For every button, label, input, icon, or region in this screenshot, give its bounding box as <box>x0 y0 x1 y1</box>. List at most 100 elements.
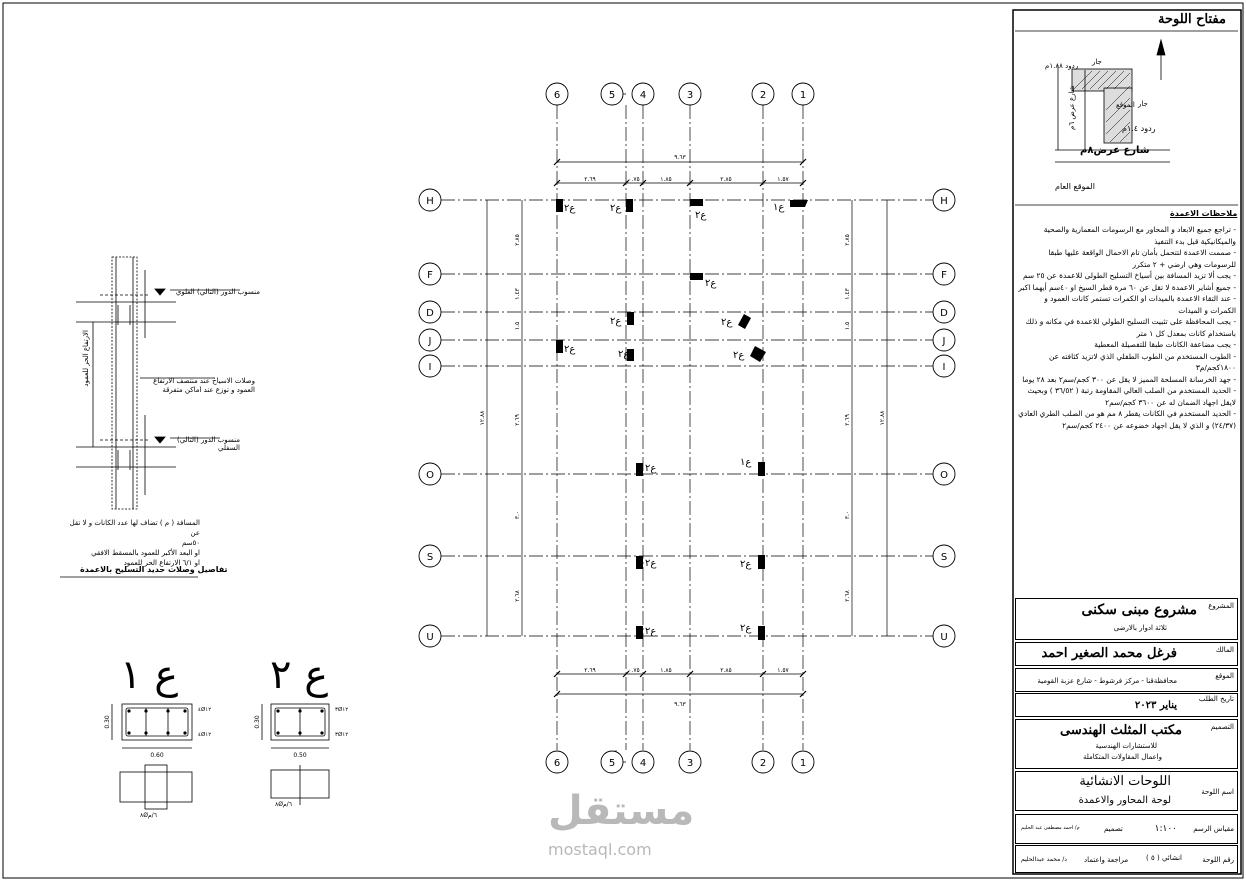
tb-date-label: تاريخ الطلب <box>1198 695 1234 703</box>
dim-side-r3: ١.٥ <box>844 322 851 330</box>
tb-sheet-name-value: لوحة المحاور والاعمدة <box>1078 795 1171 806</box>
dim-side-3: ١.٥ <box>514 322 521 330</box>
axis-label-4-top: 4 <box>640 90 646 101</box>
axis-label-O-right: O <box>940 470 948 481</box>
col-tag: ع٢ <box>733 350 744 361</box>
axis-bubbles <box>418 82 956 774</box>
col-tag: ع٢ <box>610 316 621 327</box>
axis-label-1-top: 1 <box>800 90 806 101</box>
note-item: - صممت الاعمدة لتتحمل بأمان تام الاحمال … <box>1048 248 1236 269</box>
tb-design-label: تصميم <box>1104 825 1123 833</box>
tb-sheet-no-row: رقم اللوحة انشائي ( ٥ ) مراجعة واعتماد د… <box>1015 845 1238 873</box>
detail-title: تفاصيل وصلات حديد التسليح بالاعمدة <box>80 565 227 574</box>
key-plan-general: الموقع العام <box>1055 182 1095 191</box>
section-c1-bars-top: ٤Ø١٢ <box>198 706 211 713</box>
detail-top-slab: منسوب الدور (التالي) العلوي <box>175 288 260 296</box>
dim-seg-b5: ١.٥٧ <box>777 667 789 674</box>
dim-side-total: ١٢.٨٨ <box>479 410 486 426</box>
tb-owner-label: المالك <box>1215 646 1234 654</box>
note-item: - الحديد المستخدم من الصلب العالي المقاو… <box>1027 386 1236 407</box>
section-c1-bars-bottom: ٤Ø١٢ <box>198 731 211 738</box>
dim-side-r5: ٣.٠ <box>844 511 851 519</box>
notes-title: ملاحظات الاعمدة <box>1170 209 1238 218</box>
section-c1-title: ع ١ <box>120 652 178 698</box>
col-tag: ع٢ <box>645 558 656 569</box>
tb-office-sub1: للاستشارات الهندسية <box>1095 742 1157 750</box>
tb-project: المشروع مشروع مبنى سكنى ثلاثة ادوار بالا… <box>1015 598 1238 640</box>
col-tag: ع٢ <box>610 203 621 214</box>
splice-detail <box>76 256 240 510</box>
detail-note: ٥٠سم <box>181 539 200 547</box>
note-item: - الطوب المستخدم من الطوب الطفلي الذي لا… <box>1048 351 1236 373</box>
dim-seg-3: ١.٨٥ <box>660 176 672 183</box>
dim-side-5: ٣.٠ <box>514 511 521 519</box>
col-tag: ع٢ <box>618 349 629 360</box>
section-c2 <box>261 703 330 805</box>
note-item: - الحديد المستخدم في الكانات يقطر ٨ مم ه… <box>1018 409 1236 430</box>
key-plan-setback: ردود ١.٤م <box>1122 124 1156 133</box>
tb-sheet-no-value: انشائي ( ٥ ) <box>1146 854 1182 862</box>
dimension-ticks <box>553 158 807 698</box>
dim-side-2: ١.٤٣ <box>514 287 521 299</box>
axis-label-1-bottom: 1 <box>800 758 806 769</box>
axis-label-6-bottom: 6 <box>554 758 560 769</box>
col-tag: ع٢ <box>705 278 716 289</box>
axis-label-U-right: U <box>940 632 947 643</box>
tb-review-label: مراجعة واعتماد <box>1084 856 1129 864</box>
tb-location: الموقع محافظةقنا - مركز فرشوط - شارع عزب… <box>1015 668 1238 692</box>
key-plan-neighbor: جار <box>1092 58 1102 66</box>
note-item: - جهد الخرسانة المسلحة المميز لا يقل عن … <box>1022 374 1236 384</box>
note-item: - يجب مضاعفة الكانات طبقا للتفصيلة المعط… <box>1094 340 1236 349</box>
section-c1-depth: 0.30 <box>104 715 111 729</box>
col-tag: ع٢ <box>695 210 706 221</box>
col-tag: ع١ <box>773 202 784 213</box>
tb-sheet-no-label: رقم اللوحة <box>1202 856 1234 864</box>
dim-side-r1: ٢.٨٥ <box>844 234 851 246</box>
detail-splice-label: وصلات الاسياخ عند منتصف الارتفاع العمود … <box>153 377 255 394</box>
axis-label-I-right: I <box>943 362 946 373</box>
col-tag: ع٢ <box>645 626 656 637</box>
section-c1 <box>111 703 193 810</box>
axis-label-H-left: H <box>426 196 434 207</box>
tb-scale-row: مقياس الرسم ١:١٠٠ تصميم م/ احمد مصطفى عب… <box>1015 814 1238 844</box>
axis-label-2-top: 2 <box>760 90 766 101</box>
tb-designer-label: التصميم <box>1210 723 1234 731</box>
axis-label-5-top: 5 <box>609 90 615 101</box>
section-c2-bars-bottom: ٣Ø١٢ <box>335 731 348 738</box>
watermark-site: mostaql.com <box>548 840 652 859</box>
tb-scale-value: ١:١٠٠ <box>1154 824 1177 834</box>
axis-label-I-left: I <box>429 362 432 373</box>
axis-label-D-left: D <box>426 308 434 319</box>
note-item: - تراجع جميع الابعاد و المحاور مع الرسوم… <box>1043 225 1236 246</box>
col-tag: ع٢ <box>721 317 732 328</box>
detail-note: المسافة ( م ) تضاف لها عدد الكانات و لا … <box>69 519 200 537</box>
watermark-logo: مستقل <box>548 788 695 834</box>
key-plan <box>1015 30 1238 206</box>
note-item: - عند التقاء الاعمدة بالميدات او الكمرات… <box>1044 294 1236 315</box>
dim-side-1: ٢.٨٥ <box>514 234 521 246</box>
dim-side-6: ٢.٦٨ <box>514 589 521 601</box>
axis-label-5-bottom: 5 <box>609 758 615 769</box>
dim-seg-b4: ٢.٨٥ <box>720 667 732 674</box>
hatch <box>1073 70 1131 143</box>
col-tag: ع٢ <box>564 203 575 214</box>
tb-date: تاريخ الطلب يناير ٢٠٢٣ <box>1015 693 1238 717</box>
key-plan-title: مفتاح اللوحة <box>1158 12 1226 27</box>
col-tag: ع٢ <box>740 623 751 634</box>
tb-location-label: الموقع <box>1215 672 1234 680</box>
dim-side-r4: ٢.٦٩ <box>844 414 851 426</box>
axis-label-U-left: U <box>426 632 433 643</box>
axis-label-3-top: 3 <box>687 90 693 101</box>
axis-label-S-left: S <box>427 552 433 563</box>
tb-project-sub: ثلاثة ادوار بالارضى <box>1113 624 1167 632</box>
axis-grid <box>441 93 933 763</box>
section-c2-depth: 0.30 <box>254 715 261 729</box>
notes-list: - تراجع جميع الابعاد و المحاور مع الرسوم… <box>1018 224 1236 431</box>
tb-design-name: م/ احمد مصطفى عبد الحليم <box>1021 825 1080 831</box>
detail-notes: المسافة ( م ) تضاف لها عدد الكانات و لا … <box>60 518 200 568</box>
dim-seg-b1: ٢.٦٩ <box>584 667 596 674</box>
tb-owner: المالك فرغل محمد الصغير احمد <box>1015 642 1238 666</box>
axis-label-6-top: 6 <box>554 90 560 101</box>
